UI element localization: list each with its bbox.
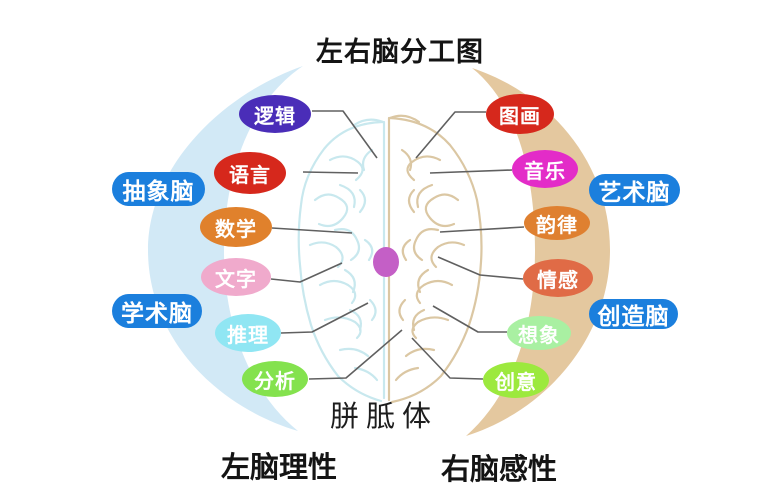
corpus-callosum-label: 胼胝体 (330, 399, 439, 433)
bubble-rhythm: 韵律 (524, 206, 590, 240)
category-creative-brain: 创造脑 (589, 299, 678, 329)
bubble-emotion: 情感 (523, 259, 593, 297)
brain-right-half (387, 114, 483, 404)
category-art-brain: 艺术脑 (589, 174, 680, 206)
bubble-writing: 文字 (201, 258, 271, 296)
bubble-reasoning: 推理 (215, 314, 281, 352)
page-title: 左右脑分工图 (316, 37, 484, 67)
connector-rhythm (439, 226, 525, 233)
connector-language (302, 171, 359, 174)
bubble-language: 语言 (214, 152, 286, 194)
bubble-picture: 图画 (486, 94, 554, 134)
connector-imagination (432, 305, 507, 333)
bubble-creativity: 创意 (483, 362, 549, 398)
bubble-music: 音乐 (512, 150, 578, 188)
connector-logic (312, 110, 378, 159)
category-academic-brain: 学术脑 (112, 294, 202, 328)
left-hemisphere-arc (148, 66, 303, 431)
connector-lines (270, 110, 525, 380)
right-brain-caption: 右脑感性 (441, 454, 558, 485)
bubble-imagination: 想象 (507, 316, 571, 350)
connector-math (271, 227, 353, 234)
bubble-math: 数学 (200, 207, 272, 247)
connector-picture (415, 111, 486, 159)
bubble-analysis: 分析 (242, 361, 308, 397)
connector-creativity (411, 337, 484, 380)
brain-left-half (297, 118, 386, 403)
connector-reasoning (280, 302, 369, 334)
corpus-callosum-dot (373, 247, 399, 277)
connector-analysis (308, 329, 403, 380)
left-brain-caption: 左脑理性 (221, 452, 338, 484)
category-abstract-brain: 抽象脑 (112, 172, 205, 206)
connector-music (429, 169, 513, 174)
bubble-logic: 逻辑 (239, 95, 311, 133)
connector-writing (270, 262, 343, 283)
connector-emotion (437, 256, 524, 280)
